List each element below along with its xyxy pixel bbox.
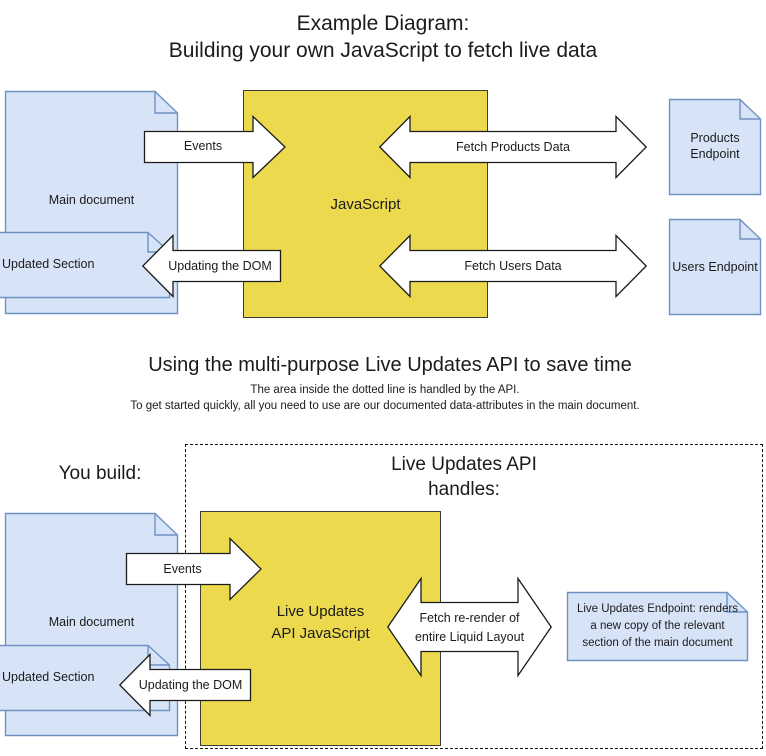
api-boundary-region [185, 444, 763, 749]
page-title: Example Diagram: Building your own JavaS… [168, 12, 598, 62]
users-endpoint-document [668, 218, 762, 316]
arrow-events-bottom [125, 536, 262, 602]
section-subtitle: The area inside the dotted line is handl… [130, 384, 640, 412]
arrow-updating-dom-top [141, 233, 282, 299]
arrow-events-top [143, 114, 286, 180]
arrow-updating-dom-bottom [118, 652, 252, 718]
api-handles-label: Live Updates API handles: [391, 454, 537, 500]
arrow-fetch-rerender [387, 576, 552, 678]
live-updates-endpoint-document [566, 591, 749, 662]
products-endpoint-document [668, 98, 762, 196]
arrow-fetch-products [378, 114, 648, 180]
section-title: Using the multi-purpose Live Updates API… [148, 354, 632, 376]
arrow-fetch-users [378, 233, 648, 299]
you-build-label: You build: [58, 463, 142, 484]
